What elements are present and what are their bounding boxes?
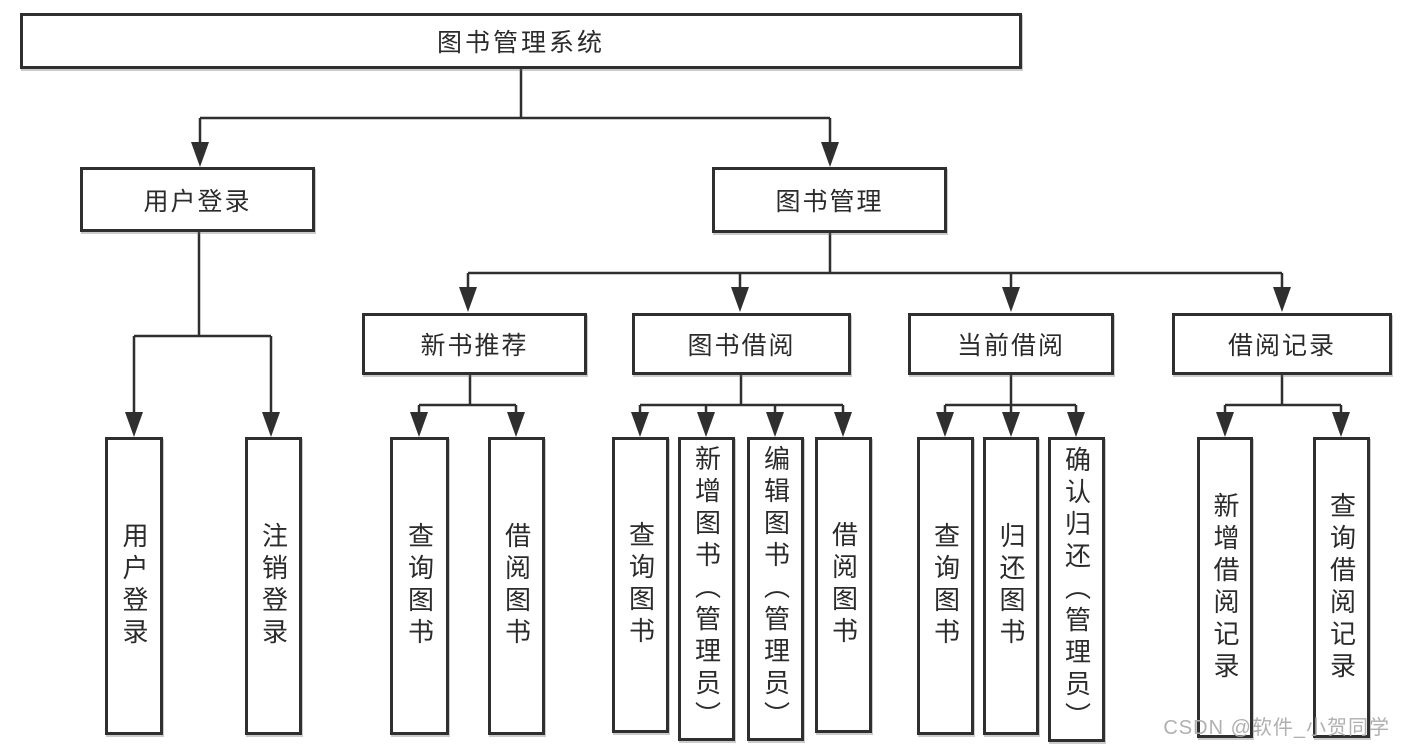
node-book-borrowing: 图书借阅 bbox=[632, 313, 851, 375]
leaf-user-login: 用户登录 bbox=[105, 437, 163, 735]
node-label: 图书管理 bbox=[775, 188, 884, 216]
connector-user-login-to-leaves bbox=[132, 232, 273, 415]
leaf-edit-books-admin: 编辑图书（管理员） bbox=[747, 437, 804, 741]
leaf-label: 用户登录 bbox=[119, 522, 149, 650]
arrowheads bbox=[125, 142, 1350, 437]
leaf-confirm-return-admin: 确认归还（管理员） bbox=[1048, 437, 1105, 742]
node-label: 借阅记录 bbox=[1227, 332, 1336, 360]
leaf-label: 借阅图书 bbox=[828, 521, 859, 649]
leaf-return-books: 归还图书 bbox=[983, 437, 1039, 735]
leaf-label: 借阅图书 bbox=[501, 522, 532, 650]
leaf-label: 查询图书 bbox=[404, 522, 435, 650]
leaf-add-books-admin: 新增图书（管理员） bbox=[678, 437, 735, 741]
connector-new-book-to-leaves bbox=[417, 375, 518, 415]
node-borrowing-records: 借阅记录 bbox=[1172, 313, 1392, 375]
node-current-borrowing: 当前借阅 bbox=[908, 313, 1114, 375]
connector-root-to-level2 bbox=[198, 69, 832, 146]
node-label: 当前借阅 bbox=[956, 332, 1065, 360]
leaf-label: 查询借阅记录 bbox=[1326, 491, 1357, 684]
node-library-management-system: 图书管理系统 bbox=[20, 13, 1022, 69]
leaf-label: 查询图书 bbox=[625, 521, 656, 649]
node-label: 用户登录 bbox=[143, 187, 252, 216]
leaf-query-books-current: 查询图书 bbox=[917, 437, 974, 735]
node-book-management: 图书管理 bbox=[712, 167, 947, 233]
leaf-query-borrow-record: 查询借阅记录 bbox=[1313, 437, 1370, 738]
connector-book-borrow-to-leaves bbox=[638, 375, 845, 415]
connector-current-borrow-to-leaves bbox=[943, 375, 1078, 415]
leaf-label: 新增借阅记录 bbox=[1210, 491, 1240, 684]
leaf-label: 确认归还（管理员） bbox=[1061, 445, 1092, 734]
node-new-book-recommendation: 新书推荐 bbox=[362, 313, 587, 375]
leaf-label: 查询图书 bbox=[930, 522, 961, 650]
node-label: 新书推荐 bbox=[420, 332, 529, 360]
node-label: 图书管理系统 bbox=[436, 29, 605, 57]
leaf-borrow-books-borrowing: 借阅图书 bbox=[815, 437, 872, 733]
leaf-borrow-books-recommend: 借阅图书 bbox=[488, 437, 545, 735]
leaf-query-books-recommend: 查询图书 bbox=[390, 437, 449, 735]
connector-borrow-records-to-leaves bbox=[1223, 375, 1343, 415]
connector-book-management-to-level3 bbox=[466, 233, 1284, 291]
leaf-label: 归还图书 bbox=[996, 522, 1026, 650]
leaf-label: 新增图书（管理员） bbox=[691, 445, 722, 733]
leaf-label: 注销登录 bbox=[258, 522, 289, 650]
node-label: 图书借阅 bbox=[687, 332, 796, 360]
leaf-logout: 注销登录 bbox=[245, 437, 302, 735]
leaf-query-books-borrowing: 查询图书 bbox=[612, 437, 669, 733]
leaf-add-borrow-record: 新增借阅记录 bbox=[1197, 437, 1253, 738]
leaf-label: 编辑图书（管理员） bbox=[760, 445, 791, 733]
node-user-login: 用户登录 bbox=[80, 167, 315, 232]
csdn-watermark: CSDN @软件_小贺同学 bbox=[1163, 717, 1390, 739]
